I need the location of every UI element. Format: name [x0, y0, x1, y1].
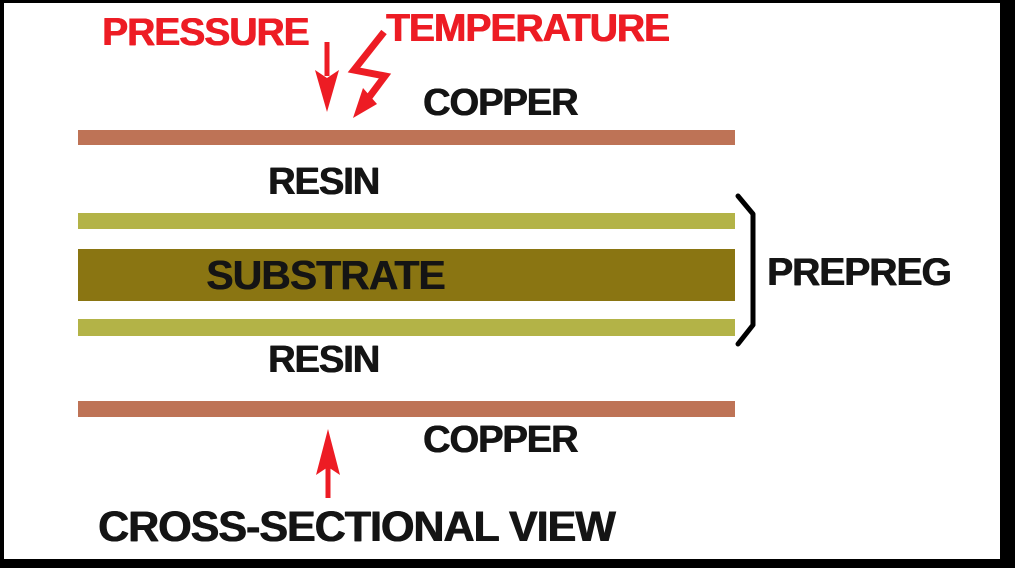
copper-bottom-label: COPPER: [423, 419, 578, 461]
prepreg-label: PREPREG: [767, 251, 952, 294]
substrate-layer: SUBSTRATE: [78, 249, 735, 301]
copper-top-layer: [78, 130, 735, 145]
temperature-label: TEMPERATURE: [386, 7, 670, 50]
resin-top-label: RESIN: [268, 161, 380, 203]
resin-bottom-layer: [78, 319, 735, 336]
resin-top-layer: [78, 213, 735, 229]
temperature-lightning-icon: [347, 29, 392, 118]
copper-bottom-layer: [78, 401, 735, 417]
copper-top-label: COPPER: [423, 82, 578, 124]
diagram-caption: CROSS-SECTIONAL VIEW: [98, 503, 616, 551]
pressure-label: PRESSURE: [102, 11, 310, 54]
bottom-up-arrow-icon: [316, 429, 340, 498]
pressure-down-arrow-icon: [315, 42, 339, 112]
prepreg-bracket-icon: [735, 193, 756, 347]
substrate-label: SUBSTRATE: [206, 251, 446, 298]
resin-bottom-label: RESIN: [268, 339, 380, 381]
